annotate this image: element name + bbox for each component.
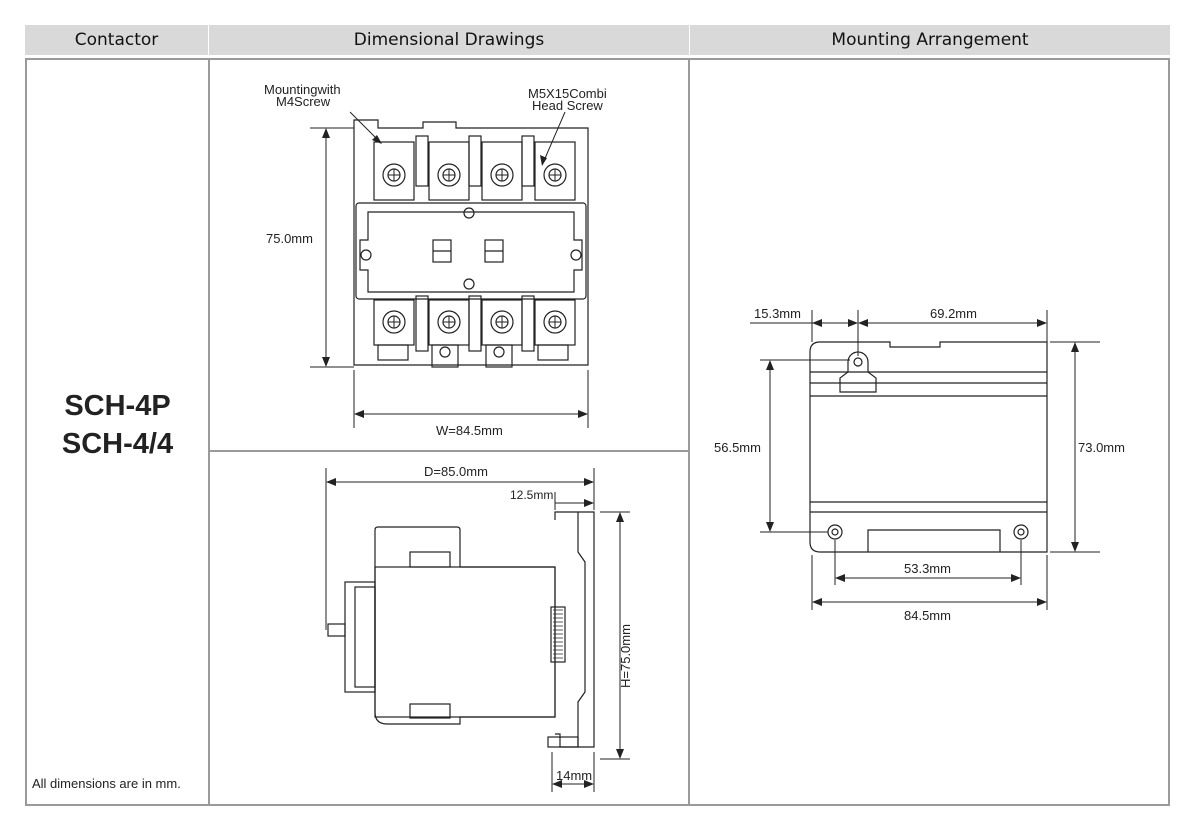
side-dim-offset: 12.5mm — [510, 488, 553, 502]
front-dim-height: 75.0mm — [266, 231, 313, 246]
side-dim-depth: D=85.0mm — [424, 464, 488, 479]
side-dim-base: 14mm — [556, 768, 592, 783]
mount-dim-hole-span: 53.3mm — [904, 561, 951, 576]
front-view-cell: Mountingwith M4Screw M5X15Combi Head Scr… — [208, 58, 690, 452]
front-label-screw-1: M5X15Combi — [528, 86, 607, 101]
front-view-drawing: Mountingwith M4Screw M5X15Combi Head Scr… — [264, 82, 607, 438]
model-name-2: SCH-4/4 — [61, 428, 174, 460]
dimensions-note: All dimensions are in mm. — [32, 776, 181, 791]
contactor-cell: SCH-4P SCH-4/4 All dimensions are in mm. — [25, 58, 210, 806]
front-label-mounting-2: M4Screw — [276, 94, 331, 109]
mount-dim-right-height: 73.0mm — [1078, 440, 1125, 455]
header-dimensional-drawings: Dimensional Drawings — [209, 25, 689, 55]
header-mounting-arrangement: Mounting Arrangement — [690, 25, 1170, 55]
mounting-cell: 15.3mm 69.2mm 56.5mm 73.0mm 53.3mm 84.5m… — [688, 58, 1170, 806]
header-contactor: Contactor — [25, 25, 208, 55]
mount-dim-top-span: 69.2mm — [930, 306, 977, 321]
front-label-mounting-1: Mountingwith — [264, 82, 341, 97]
model-name-1: SCH-4P — [64, 390, 171, 422]
mount-dim-left-height: 56.5mm — [714, 440, 761, 455]
mount-dim-left-offset: 15.3mm — [754, 306, 801, 321]
side-view-drawing: D=85.0mm 12.5mm 14mm H=75.0mm — [325, 464, 633, 792]
mount-dim-overall-width: 84.5mm — [904, 608, 951, 623]
front-label-screw-2: Head Screw — [532, 98, 603, 113]
side-view-cell: D=85.0mm 12.5mm 14mm H=75.0mm — [208, 450, 690, 806]
mounting-drawing: 15.3mm 69.2mm 56.5mm 73.0mm 53.3mm 84.5m… — [714, 306, 1125, 623]
side-dim-height: H=75.0mm — [618, 624, 633, 688]
front-dim-width: W=84.5mm — [436, 423, 503, 438]
